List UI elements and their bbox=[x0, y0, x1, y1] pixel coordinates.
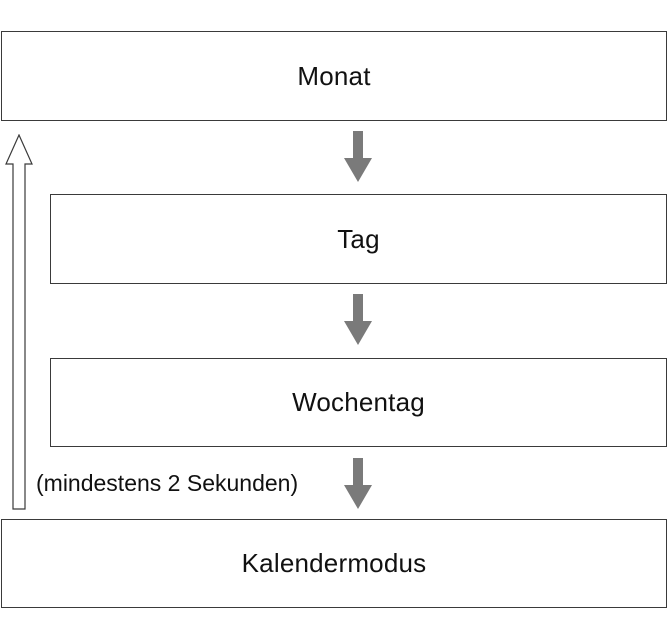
arrow-down-icon bbox=[344, 458, 372, 509]
arrow-up-outline-icon bbox=[5, 134, 33, 510]
arrow-down-icon bbox=[344, 294, 372, 345]
step-box-wochentag: Wochentag bbox=[50, 358, 667, 447]
step-label-tag: Tag bbox=[337, 223, 380, 254]
duration-note: (mindestens 2 Sekunden) bbox=[36, 470, 299, 496]
step-label-kalendermodus: Kalendermodus bbox=[241, 548, 427, 578]
step-label-wochentag: Wochentag bbox=[292, 387, 425, 417]
step-box-tag: Tag bbox=[50, 194, 667, 284]
step-box-monat: Monat bbox=[1, 31, 667, 121]
step-box-kalendermodus: Kalendermodus bbox=[1, 519, 667, 608]
step-label-monat: Monat bbox=[297, 60, 371, 91]
arrow-down-icon bbox=[344, 131, 372, 182]
